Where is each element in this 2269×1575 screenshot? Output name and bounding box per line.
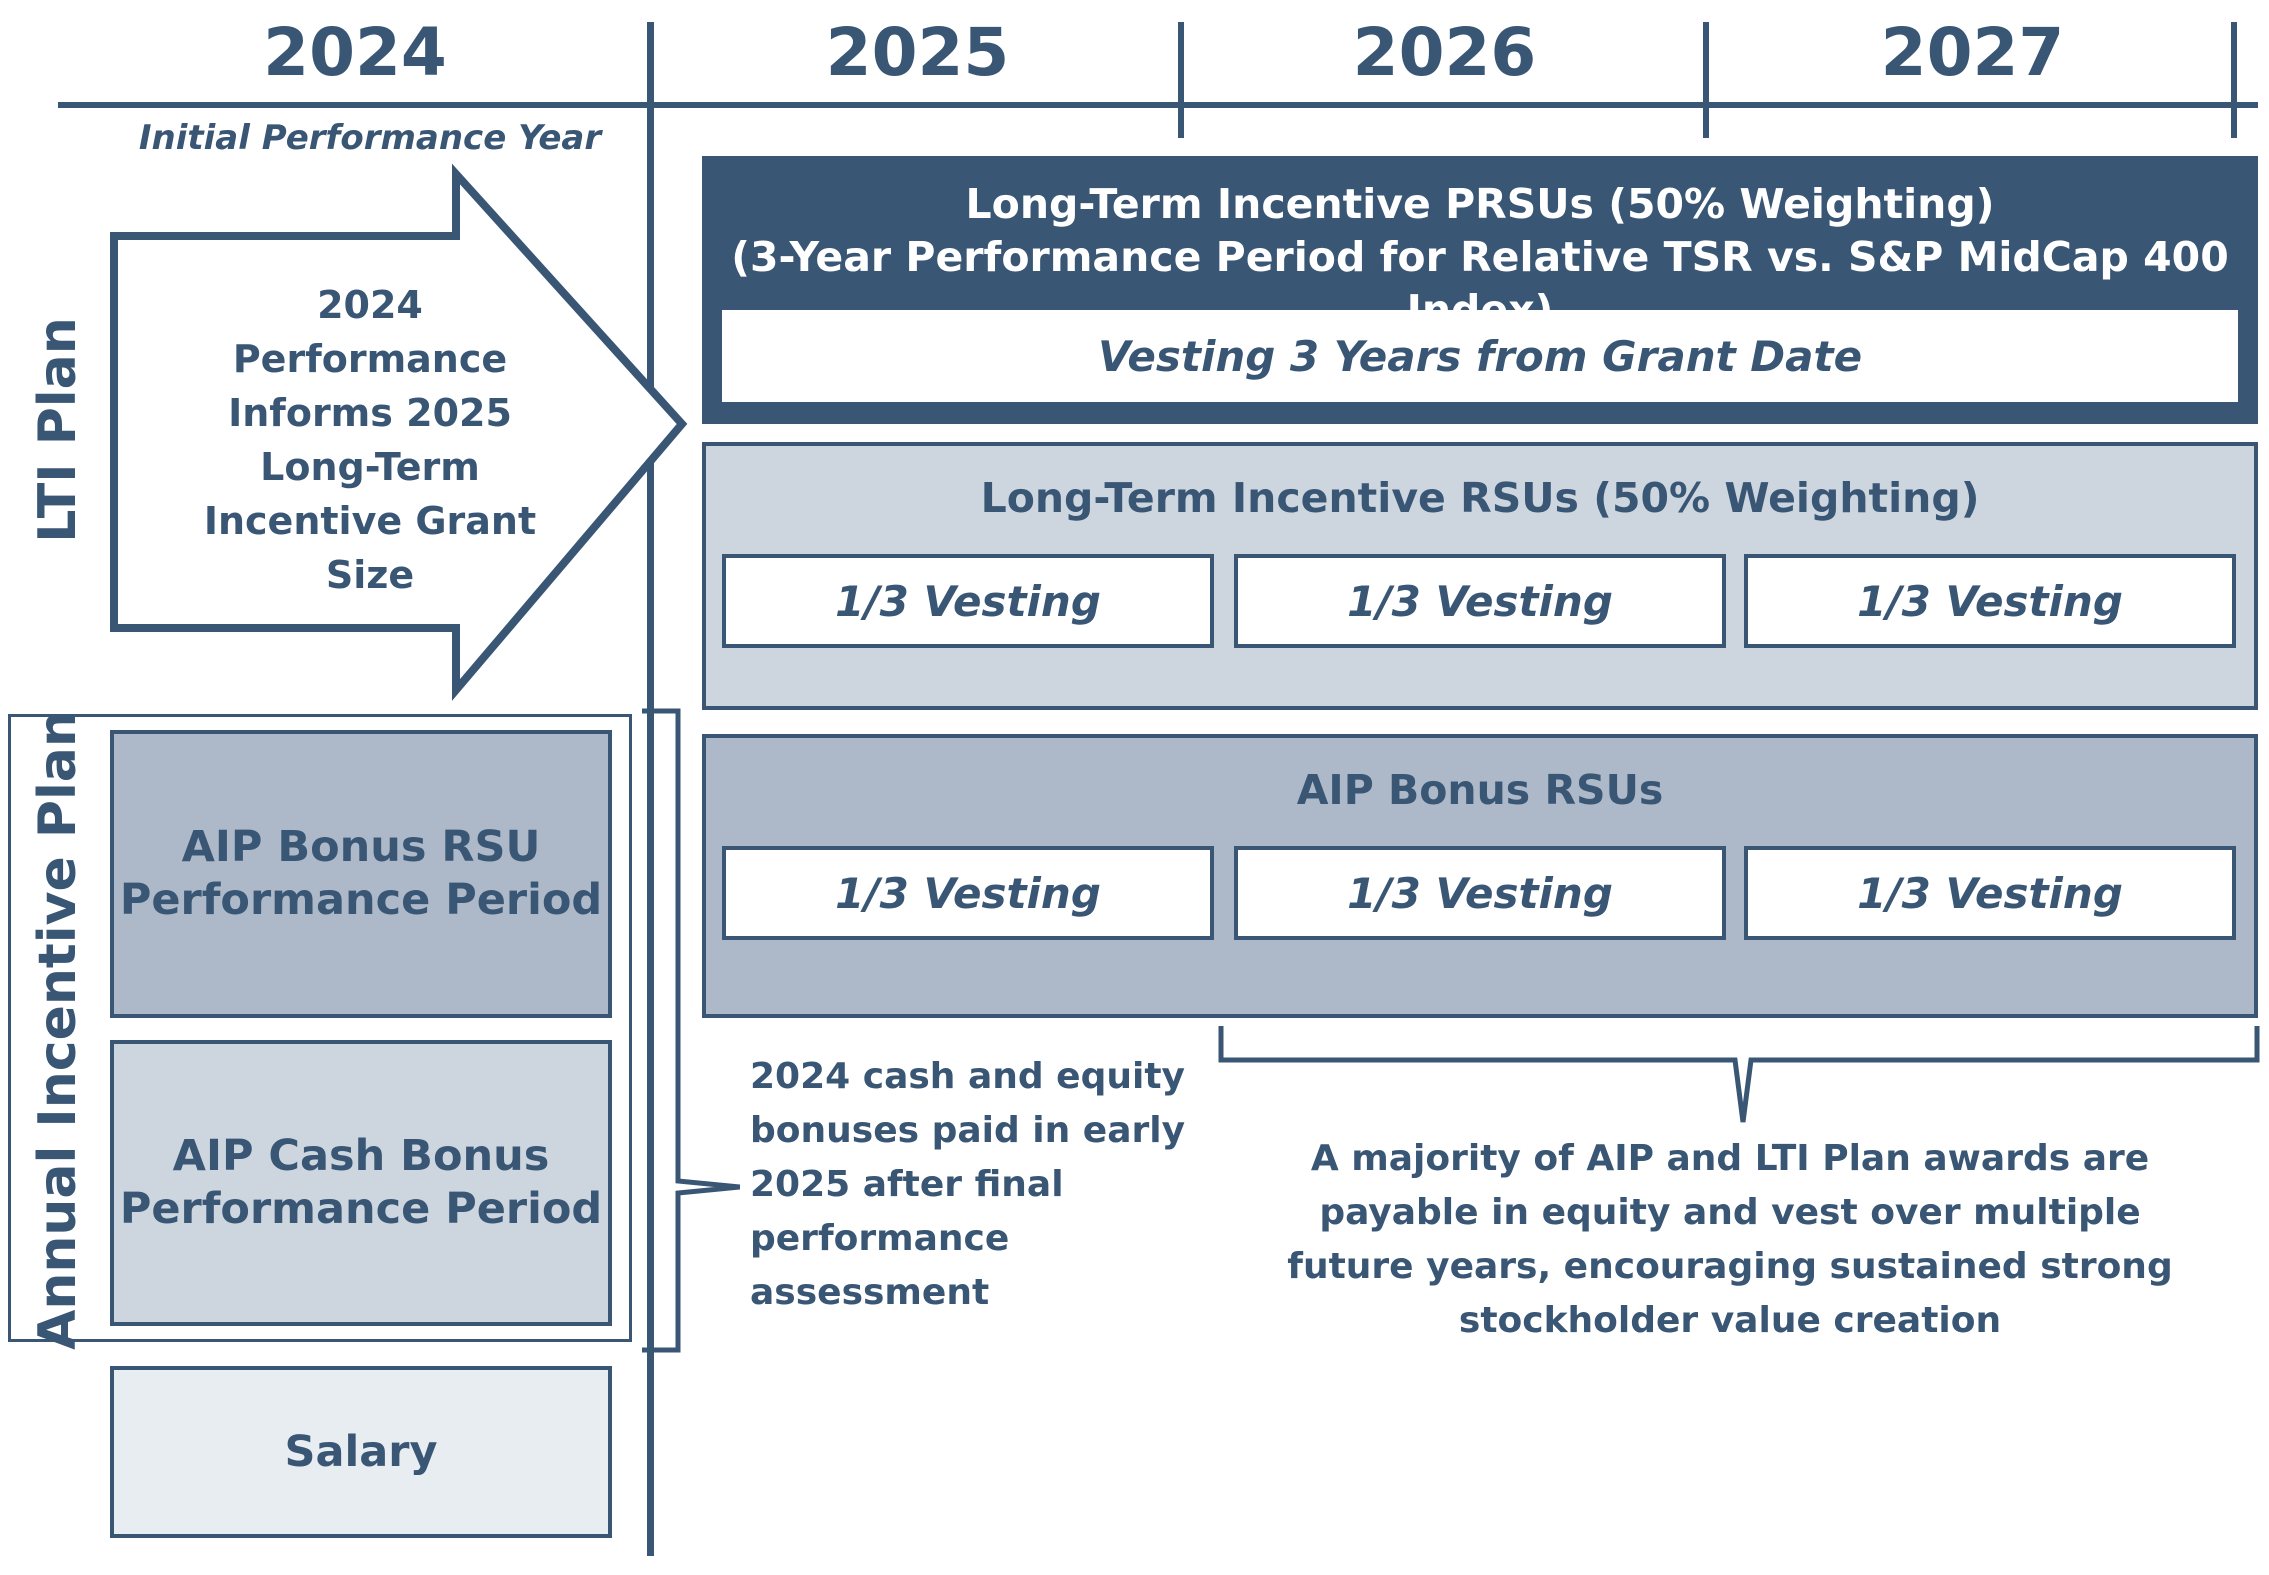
- arrow-line-2: Performance: [232, 337, 508, 381]
- year-2027: 2027: [1880, 14, 2065, 91]
- aip-group-frame: [8, 714, 632, 1342]
- cash-note-line-1: 2024 cash and equity: [750, 1056, 1186, 1097]
- aip-rsu-period-line-1: AIP Bonus RSU: [181, 822, 541, 872]
- cash-note-line-5: assessment: [750, 1272, 990, 1313]
- aip-cash-period-line-1: AIP Cash Bonus: [172, 1131, 550, 1181]
- divider-2024-2025: [647, 22, 654, 1556]
- lti-rsu-vesting-3: 1/3 Vesting: [1744, 554, 2236, 648]
- cash-note-line-4: performance: [750, 1218, 1010, 1259]
- majority-equity-note: A majority of AIP and LTI Plan awards ar…: [1240, 1132, 2220, 1348]
- lti-arrow-shape: [110, 163, 688, 701]
- aip-rsu-performance-period-box: AIP Bonus RSU Performance Period: [110, 730, 612, 1018]
- lti-rsu-title: Long-Term Incentive RSUs (50% Weighting): [980, 474, 1980, 522]
- majority-note-line-2: payable in equity and vest over multiple: [1319, 1192, 2141, 1233]
- arrow-line-6: Size: [325, 553, 415, 597]
- lti-rsu-vesting-1: 1/3 Vesting: [722, 554, 1214, 648]
- timeline-axis: [58, 102, 2258, 108]
- timeline-tick-2025: [1178, 22, 1184, 138]
- year-2026: 2026: [1352, 14, 1537, 91]
- year-2025: 2025: [825, 14, 1010, 91]
- arrow-line-3: Informs 2025: [228, 391, 512, 435]
- multi-year-bracket: [1218, 1026, 2260, 1123]
- aip-rsu-period-line-2: Performance Period: [119, 875, 603, 925]
- timeline-tick-end: [2231, 22, 2237, 138]
- aip-rsu-vesting-3: 1/3 Vesting: [1744, 846, 2236, 940]
- aip-cash-period-line-2: Performance Period: [119, 1184, 603, 1234]
- lti-plan-label: LTI Plan: [28, 317, 88, 543]
- aip-rsu-vesting-1: 1/3 Vesting: [722, 846, 1214, 940]
- initial-performance-year-label: Initial Performance Year: [138, 118, 602, 158]
- cash-note-line-3: 2025 after final: [750, 1164, 1064, 1205]
- aip-rsu-vesting-2: 1/3 Vesting: [1234, 846, 1726, 940]
- cash-bonus-note: 2024 cash and equity bonuses paid in ear…: [750, 1050, 1190, 1320]
- arrow-text: 2024 Performance Informs 2025 Long-Term …: [175, 270, 565, 610]
- aip-cash-performance-period-box: AIP Cash Bonus Performance Period: [110, 1040, 612, 1326]
- majority-note-line-1: A majority of AIP and LTI Plan awards ar…: [1310, 1138, 2150, 1179]
- year-2024: 2024: [263, 14, 447, 91]
- salary-box: Salary: [110, 1366, 612, 1538]
- prsu-vesting-box: Vesting 3 Years from Grant Date: [722, 310, 2238, 402]
- aip-bonus-rsu-title: AIP Bonus RSUs: [1296, 766, 1664, 814]
- majority-note-line-3: future years, encouraging sustained stro…: [1287, 1246, 2173, 1287]
- aip-bracket: [642, 708, 740, 1353]
- timeline-tick-2026: [1703, 22, 1709, 138]
- arrow-line-1: 2024: [317, 283, 423, 327]
- lti-rsu-vesting-2: 1/3 Vesting: [1234, 554, 1726, 648]
- arrow-line-5: Incentive Grant: [203, 499, 537, 543]
- prsu-title-line-1: Long-Term Incentive PRSUs (50% Weighting…: [965, 180, 1995, 228]
- majority-note-line-4: stockholder value creation: [1458, 1300, 2002, 1341]
- cash-note-line-2: bonuses paid in early: [750, 1110, 1186, 1151]
- arrow-line-4: Long-Term: [260, 445, 480, 489]
